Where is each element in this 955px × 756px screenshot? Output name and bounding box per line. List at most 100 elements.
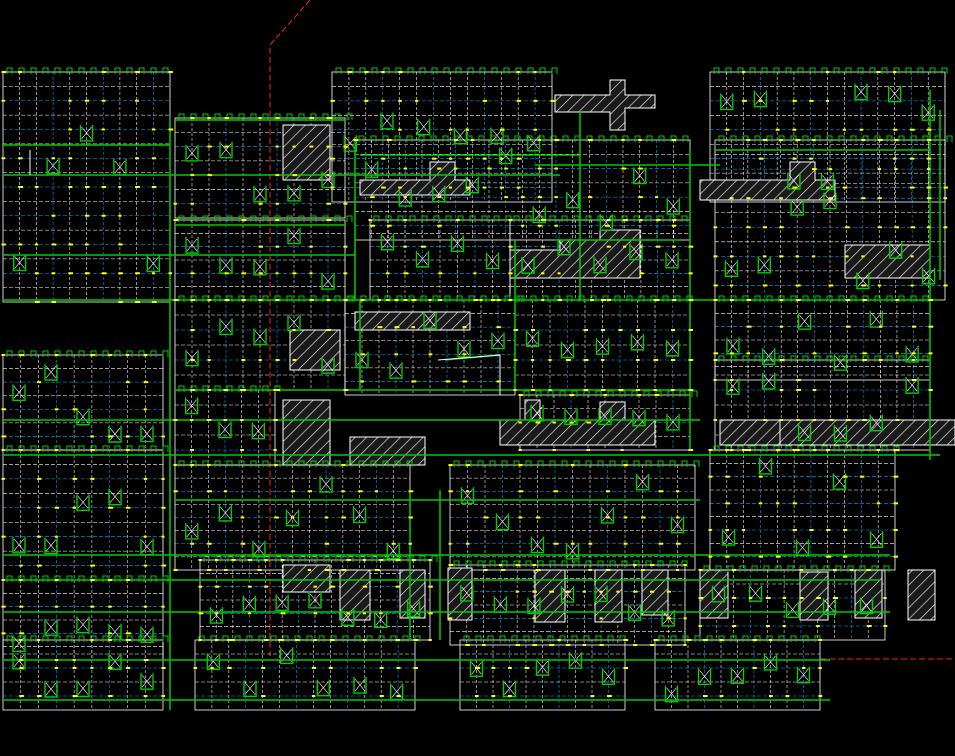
dimension-tick	[799, 569, 804, 571]
column-marker	[534, 208, 545, 221]
dimension-tick	[639, 245, 643, 248]
dimension-tick	[792, 529, 797, 531]
column-marker	[276, 596, 288, 609]
column-marker	[386, 542, 400, 560]
dimension-tick	[518, 394, 523, 396]
notch	[761, 445, 768, 452]
notch	[491, 67, 498, 74]
dimension-tick	[54, 579, 59, 581]
column-marker	[253, 542, 265, 555]
dimension-tick	[428, 353, 433, 356]
dimension-tick	[653, 389, 657, 391]
column-marker	[531, 406, 543, 420]
column-marker	[13, 654, 25, 668]
notch	[274, 295, 281, 302]
dimension-tick	[769, 639, 773, 641]
dimension-tick	[883, 625, 888, 627]
column-marker	[219, 423, 231, 436]
dimension-tick	[601, 299, 606, 301]
dimension-tick	[37, 506, 41, 509]
hatched-zone	[907, 569, 936, 621]
notch	[523, 390, 530, 397]
hatched-zone	[554, 79, 656, 131]
dimension-tick	[198, 639, 202, 641]
notch	[298, 215, 305, 222]
hatched-zone	[282, 399, 331, 466]
column-marker	[562, 343, 573, 356]
column-marker	[45, 365, 57, 379]
dimension-tick	[818, 695, 823, 697]
column-marker	[450, 235, 465, 252]
notch	[838, 135, 845, 142]
dimension-tick	[479, 299, 483, 301]
dimension-tick	[698, 597, 704, 599]
column-marker	[45, 621, 57, 634]
dimension-tick	[866, 625, 872, 627]
notch	[214, 215, 221, 222]
dimension-tick	[746, 299, 752, 301]
dimension-tick	[101, 214, 106, 217]
column-marker	[253, 258, 267, 276]
notch	[234, 635, 241, 642]
notch	[525, 460, 532, 467]
notch	[643, 390, 650, 397]
notch	[335, 67, 342, 74]
dimension-tick	[508, 245, 513, 248]
dimension-tick	[833, 597, 838, 599]
dimension-tick	[498, 564, 503, 566]
dimension-tick	[90, 354, 96, 356]
dimension-tick	[275, 174, 280, 177]
notch	[489, 560, 496, 567]
dimension-tick	[742, 71, 746, 73]
dimension-tick	[207, 359, 211, 361]
dimension-tick	[779, 139, 783, 141]
dimension-tick	[649, 564, 655, 566]
notch	[573, 560, 580, 567]
dimension-tick	[688, 329, 694, 331]
notch	[226, 460, 233, 467]
dimension-tick	[207, 389, 211, 391]
notch	[6, 575, 13, 582]
dimension-tick	[173, 202, 177, 205]
notch	[691, 390, 698, 397]
notch	[30, 635, 37, 642]
notch	[6, 350, 13, 357]
dimension-tick	[326, 174, 330, 177]
dimension-tick	[374, 569, 380, 571]
dimension-tick	[816, 625, 820, 627]
column-marker	[253, 328, 267, 346]
dimension-tick	[54, 408, 59, 411]
dimension-tick	[911, 359, 915, 361]
notch	[766, 355, 773, 362]
notch	[681, 215, 688, 222]
column-marker	[727, 339, 739, 353]
notch	[178, 215, 185, 222]
notch	[433, 215, 440, 222]
dimension-tick	[746, 197, 751, 200]
dimension-tick	[483, 516, 489, 519]
notch	[318, 635, 325, 642]
column-marker	[594, 258, 606, 271]
dimension-tick	[274, 464, 278, 466]
dimension-tick	[343, 272, 348, 275]
dimension-tick	[173, 490, 178, 493]
dimension-tick	[90, 639, 94, 641]
notch	[378, 635, 385, 642]
dimension-tick	[676, 490, 680, 493]
dimension-tick	[68, 99, 72, 102]
dimension-tick	[548, 359, 552, 361]
dimension-tick	[108, 695, 113, 697]
notch	[18, 575, 25, 582]
column-marker	[109, 490, 121, 503]
dimension-tick	[18, 71, 22, 73]
dimension-tick	[672, 219, 677, 221]
dimension-tick	[878, 359, 883, 361]
notch	[178, 113, 185, 120]
notch	[150, 575, 157, 582]
dimension-tick	[639, 272, 644, 275]
notch	[773, 67, 780, 74]
column-marker	[797, 313, 812, 330]
notch	[114, 635, 121, 642]
notch	[419, 555, 426, 562]
notch	[730, 355, 737, 362]
